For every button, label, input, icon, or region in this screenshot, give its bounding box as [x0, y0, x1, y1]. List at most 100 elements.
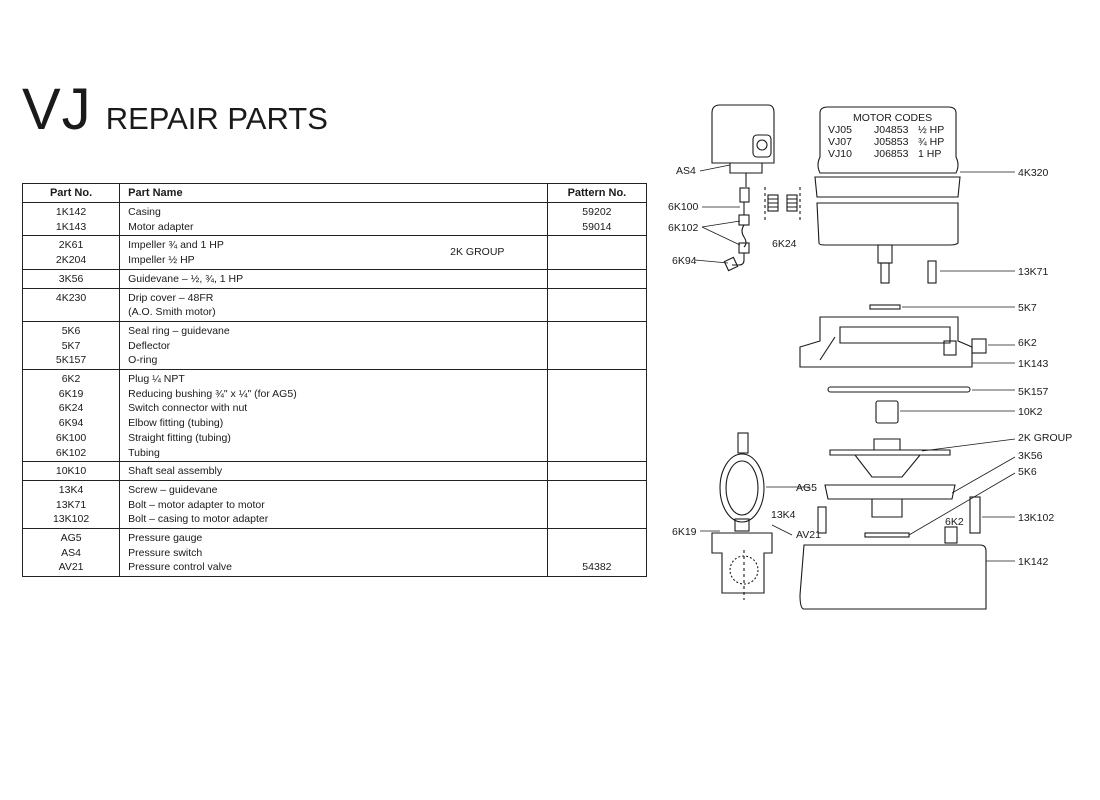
part-name: Straight fitting (tubing) — [128, 431, 231, 444]
part-number: AG5 — [60, 532, 82, 545]
callout-5k7: 5K7 — [1018, 302, 1037, 314]
callout-ag5: AG5 — [796, 482, 817, 494]
part-number: 3K56 — [58, 272, 84, 285]
callout-6k100: 6K100 — [668, 201, 699, 213]
impeller-drawing — [829, 438, 951, 478]
motor-code-code: J05853 — [874, 136, 909, 148]
pattern-no-cell: 54382 — [546, 528, 648, 578]
part-number: 10K10 — [55, 465, 87, 478]
motor-codes-title: MOTOR CODES — [853, 112, 932, 124]
header-pattern-no: Pattern No. — [546, 183, 648, 203]
part-number: 2K61 — [58, 239, 84, 252]
shaft-seal-drawing — [875, 400, 899, 424]
part-name: Seal ring – guidevane — [128, 324, 230, 337]
callout-1k142: 1K142 — [1018, 556, 1049, 568]
guidevane-drawing — [824, 484, 956, 518]
pattern-no-cell — [546, 480, 648, 530]
motor-drawing — [814, 106, 961, 284]
pattern-no-cell — [546, 235, 648, 270]
header-part-name: Part Name — [119, 183, 548, 203]
switch-connector-drawing — [764, 187, 801, 220]
part-name: Switch connector with nut — [128, 402, 248, 415]
part-name-cell: Guidevane – ½, ¾, 1 HP — [119, 269, 548, 289]
pattern-no-cell — [546, 369, 648, 463]
part-name: Plug ¼ NPT — [128, 373, 185, 386]
part-number: 6K2 — [61, 373, 81, 386]
page-title: VJ REPAIR PARTS — [22, 76, 328, 143]
table-row: 4K230 Drip cover – 48FR(A.O. Smith motor) — [21, 288, 648, 322]
part-name: O-ring — [128, 354, 158, 367]
bolt-13k71-drawing — [927, 260, 937, 284]
model-name: VJ — [22, 77, 92, 142]
pressure-gauge-valve-drawing — [711, 432, 773, 600]
callout-2k-group: 2K GROUP — [1018, 432, 1072, 444]
part-no-cell: 1K142 1K143 — [21, 202, 121, 237]
motor-adapter-drawing — [799, 316, 973, 368]
part-number: 4K230 — [55, 291, 87, 304]
part-name: Bolt – casing to motor adapter — [128, 513, 269, 526]
deflector-drawing — [869, 304, 901, 310]
callout-6k2-lower: 6K2 — [945, 516, 964, 528]
table-row: 3K56 Guidevane – ½, ¾, 1 HP — [21, 269, 648, 289]
title-subtitle: REPAIR PARTS — [105, 101, 328, 136]
screw-13k4-drawing — [817, 506, 827, 534]
part-name: Guidevane – ½, ¾, 1 HP — [128, 272, 244, 285]
motor-code-code: J04853 — [874, 124, 909, 136]
table-row: 10K10 Shaft seal assembly — [21, 461, 648, 481]
part-name: Screw – guidevane — [128, 483, 218, 496]
part-number: AS4 — [61, 546, 81, 559]
part-no-cell: 5K6 5K7 5K157 — [21, 321, 121, 371]
motor-code-model: VJ10 — [828, 148, 852, 160]
plug-6k2-upper-drawing — [971, 338, 987, 354]
part-name-cell: Shaft seal assembly — [119, 461, 548, 481]
part-number: 13K102 — [52, 513, 90, 526]
callout-10k2: 10K2 — [1018, 406, 1043, 418]
callout-5k157: 5K157 — [1018, 386, 1049, 398]
callout-5k6: 5K6 — [1018, 466, 1037, 478]
part-number: 6K94 — [58, 417, 84, 430]
part-name: Pressure gauge — [128, 532, 203, 545]
part-number: 1K142 — [55, 206, 87, 218]
part-name: Drip cover – 48FR — [128, 291, 214, 304]
part-name: Reducing bushing ¾" x ¼" (for AG5) — [128, 387, 297, 400]
part-number: 5K157 — [55, 354, 87, 367]
table-header-row: Part No. Part Name Pattern No. — [21, 183, 648, 203]
motor-code-hp: ¾ HP — [918, 136, 944, 148]
part-number: 1K143 — [55, 220, 87, 233]
plug-6k2-lower-drawing — [944, 526, 958, 544]
motor-code-model: VJ05 — [828, 124, 852, 136]
callout-labels: AS4 4K320 6K100 6K102 6K24 6K94 13K71 5K… — [668, 165, 1072, 568]
callout-13k71: 13K71 — [1018, 266, 1049, 278]
motor-code-hp: 1 HP — [918, 148, 941, 160]
callout-6k2-upper: 6K2 — [1018, 337, 1037, 349]
pattern-number: 54382 — [582, 561, 612, 574]
part-number: AV21 — [58, 561, 84, 574]
part-number: 5K7 — [61, 339, 81, 352]
part-number: 5K6 — [61, 324, 81, 337]
group-label: 2K GROUP — [450, 246, 505, 259]
pattern-number — [556, 531, 638, 546]
part-number: 6K24 — [58, 402, 84, 415]
part-number: 13K71 — [55, 498, 87, 511]
pattern-number: 59014 — [582, 220, 612, 233]
pattern-number — [556, 546, 638, 561]
part-name: Pressure control valve — [128, 561, 233, 574]
part-name-cell: Drip cover – 48FR(A.O. Smith motor) — [119, 288, 548, 322]
tubing-drawing — [723, 187, 750, 272]
part-no-cell: 3K56 — [21, 269, 121, 289]
pattern-number: 59202 — [582, 206, 612, 218]
callout-3k56: 3K56 — [1018, 450, 1043, 462]
part-no-cell: 10K10 — [21, 461, 121, 481]
callout-6k24: 6K24 — [772, 238, 797, 250]
part-name: Shaft seal assembly — [128, 465, 223, 478]
part-name: Impeller ¾ and 1 HP — [128, 239, 224, 252]
